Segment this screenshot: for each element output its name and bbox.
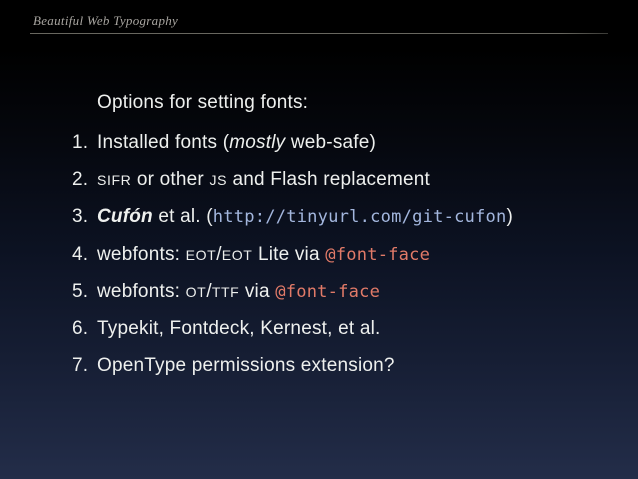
text-segment: webfonts: bbox=[97, 280, 186, 302]
text-segment: / bbox=[216, 243, 222, 265]
italic-text: mostly bbox=[229, 131, 286, 153]
text-segment: via bbox=[239, 280, 276, 302]
list-item: 4. webfonts: EOT/EOT Lite via @font-face bbox=[72, 236, 612, 273]
list-item-text: Installed fonts (mostly web-safe) bbox=[97, 132, 376, 154]
list-item: 6. Typekit, Fontdeck, Kernest, et al. bbox=[72, 310, 612, 347]
header-divider bbox=[30, 33, 608, 34]
list-item-number: 2. bbox=[72, 168, 89, 190]
list-item-number: 7. bbox=[72, 355, 89, 377]
list-item-number: 6. bbox=[72, 318, 89, 340]
text-segment: ) bbox=[506, 206, 514, 228]
list-item-number: 3. bbox=[72, 206, 89, 228]
code-text: @font-face bbox=[275, 281, 381, 302]
list-item: 3. Cufón et al. (http://tinyurl.com/git-c… bbox=[72, 199, 612, 236]
list-item-number: 1. bbox=[72, 131, 89, 153]
code-text: @font-face bbox=[325, 244, 431, 265]
smallcaps-text: OT bbox=[185, 284, 207, 301]
smallcaps-text: SIFR bbox=[97, 172, 132, 189]
list-item: 5. webfonts: OT/TTF via @font-face bbox=[72, 273, 612, 310]
list-item-number: 5. bbox=[72, 280, 89, 302]
deck-title: Beautiful Web Typography bbox=[33, 13, 179, 28]
list-item-number: 4. bbox=[72, 243, 89, 265]
list-item-text: Typekit, Fontdeck, Kernest, et al. bbox=[97, 318, 381, 340]
smallcaps-text: EOT bbox=[185, 247, 217, 264]
options-list: 1. Installed fonts (mostly web-safe) 2. SIF… bbox=[72, 124, 612, 385]
list-item-text: Cufón et al. (http://tinyurl.com/git-cuf… bbox=[97, 206, 513, 228]
text-segment: or other bbox=[131, 168, 210, 190]
slide-title: Options for setting fonts: bbox=[97, 92, 309, 113]
text-segment: OpenType permissions extension? bbox=[97, 355, 395, 377]
url-link[interactable]: http://tinyurl.com/git-cufon bbox=[212, 207, 507, 228]
text-segment: / bbox=[206, 280, 212, 302]
text-segment: and Flash replacement bbox=[227, 168, 431, 190]
list-item-text: OpenType permissions extension? bbox=[97, 355, 395, 377]
list-item: 2. SIFR or other JS and Flash replacement bbox=[72, 161, 612, 198]
text-segment: web-safe) bbox=[285, 131, 377, 153]
list-item-text: SIFR or other JS and Flash replacement bbox=[97, 169, 430, 191]
text-segment: et al. ( bbox=[152, 206, 213, 228]
text-segment: webfonts: bbox=[97, 243, 186, 265]
list-item: 1. Installed fonts (mostly web-safe) bbox=[72, 124, 612, 161]
list-item: 7. OpenType permissions extension? bbox=[72, 348, 612, 385]
smallcaps-text: TTF bbox=[211, 284, 240, 301]
text-segment: Typekit, Fontdeck, Kernest, et al. bbox=[97, 318, 381, 340]
smallcaps-text: JS bbox=[209, 172, 228, 189]
smallcaps-text: EOT bbox=[221, 247, 253, 264]
list-item-text: webfonts: EOT/EOT Lite via @font-face bbox=[97, 244, 430, 266]
text-segment: Lite via bbox=[252, 243, 326, 265]
text-segment: Installed fonts ( bbox=[97, 131, 230, 153]
bold-italic-text: Cufón bbox=[97, 206, 153, 228]
list-item-text: webfonts: OT/TTF via @font-face bbox=[97, 281, 380, 303]
